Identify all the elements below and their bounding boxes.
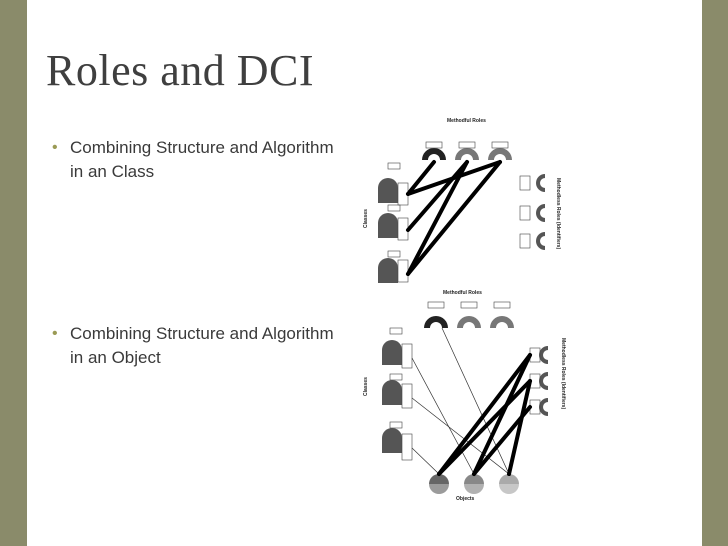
bullet-dot-icon: •	[52, 139, 58, 156]
methodful-role-icon	[422, 141, 446, 160]
role-binding-lines	[406, 160, 502, 276]
methodful-role-icon	[457, 301, 481, 328]
class-shape-icon	[382, 373, 413, 409]
methodful-role-icon	[490, 301, 514, 328]
class-shape-icon	[382, 327, 413, 369]
methodless-roles-label: Methodless Roles (Identifiers)	[560, 338, 566, 409]
classes-label: Classes	[363, 377, 369, 396]
methodful-role-icon	[455, 141, 479, 160]
role-binding-lines	[437, 353, 532, 476]
class-shape-icon	[378, 204, 409, 241]
methodless-role-icon	[519, 204, 545, 222]
methodful-role-icon	[424, 301, 448, 328]
methodless-role-icon	[519, 174, 545, 192]
objects-label: Objects	[456, 496, 475, 502]
methodless-role-icon	[529, 372, 548, 390]
class-shape-icon	[382, 421, 413, 461]
dci-object-diagram-svg: Methodful Roles Classes Methodless Roles…	[363, 290, 566, 502]
class-shape-icon	[378, 162, 409, 206]
object-sphere-icon	[429, 474, 449, 494]
left-decor-bar	[0, 0, 27, 546]
bullet-item: • Combining Structure and Algorithm in a…	[52, 322, 342, 370]
dci-class-diagram-svg: Methodful Roles Classes Methodless Roles…	[363, 118, 561, 283]
classes-label: Classes	[363, 209, 369, 228]
methodless-role-icon	[519, 232, 545, 250]
methodless-role-icon	[529, 346, 548, 364]
instantiation-lines	[411, 327, 510, 475]
bullet-dot-icon: •	[52, 325, 58, 342]
methodful-roles-label: Methodful Roles	[443, 290, 482, 296]
right-decor-bar	[702, 0, 728, 546]
dci-class-diagram: Methodful Roles Classes Methodless Roles…	[350, 108, 570, 286]
class-shape-icon	[378, 250, 409, 283]
methodless-role-icon	[529, 398, 548, 416]
dci-object-diagram: Methodful Roles Classes Methodless Roles…	[350, 288, 575, 506]
bullet-text: Combining Structure and Algorithm in an …	[70, 324, 334, 367]
bullet-text: Combining Structure and Algorithm in an …	[70, 138, 334, 181]
object-sphere-icon	[464, 474, 484, 494]
slide-title: Roles and DCI	[46, 46, 315, 95]
slide-content-area	[27, 0, 702, 546]
bullet-item: • Combining Structure and Algorithm in a…	[52, 136, 342, 184]
methodless-roles-label: Methodless Roles (Identifiers)	[555, 178, 561, 249]
object-sphere-icon	[499, 474, 519, 494]
methodful-roles-label: Methodful Roles	[447, 118, 486, 124]
methodful-role-icon	[488, 141, 512, 160]
